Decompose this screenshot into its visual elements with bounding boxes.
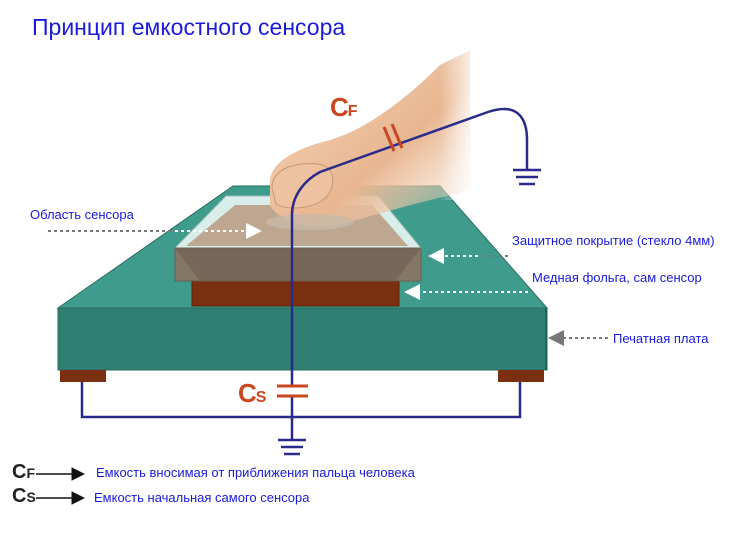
legend-cs-text: Емкость начальная самого сенсора bbox=[94, 490, 310, 505]
legend-cf-text: Емкость вносимая от приближения пальца ч… bbox=[96, 465, 415, 480]
cf-symbol-main: C bbox=[330, 92, 349, 122]
pcb-right-face bbox=[545, 308, 547, 370]
copper-pad-left bbox=[60, 370, 106, 382]
legend-cf-sub: F bbox=[26, 465, 36, 481]
label-protective-coating: Защитное покрытие (стекло 4мм) bbox=[512, 233, 715, 248]
cf-capacitor-plate-1 bbox=[382, 126, 396, 152]
pcb-front-face bbox=[57, 307, 548, 371]
diagram-title: Принцип емкостного сенсора bbox=[32, 14, 346, 40]
legend-cf-symbol: CF bbox=[12, 461, 35, 484]
label-sensor-area: Область сенсора bbox=[30, 207, 134, 222]
cs-symbol-sub: S bbox=[255, 389, 267, 406]
wire-finger-to-ground bbox=[290, 107, 529, 385]
ground-icon-bottom bbox=[278, 438, 306, 456]
cs-symbol-main: C bbox=[238, 378, 257, 408]
cf-capacitor-plate-2 bbox=[390, 123, 404, 149]
finger-contact-shadow bbox=[266, 214, 354, 230]
cf-symbol-label: CF bbox=[330, 92, 358, 123]
label-pcb: Печатная плата bbox=[613, 331, 709, 346]
cf-symbol-sub: F bbox=[347, 103, 358, 120]
cs-symbol-label: CS bbox=[238, 378, 266, 409]
legend-cs-symbol: CS bbox=[12, 485, 36, 508]
glass-front-shade bbox=[175, 248, 421, 281]
copper-pad-right bbox=[498, 370, 544, 382]
label-copper-foil: Медная фольга, сам сенсор bbox=[532, 270, 702, 285]
ground-icon-top bbox=[513, 168, 541, 186]
copper-foil-sensor bbox=[191, 280, 400, 307]
finger-fade bbox=[440, 40, 480, 200]
legend-cs-sub: S bbox=[26, 489, 36, 505]
legend-cs-main: C bbox=[12, 485, 27, 507]
wire-bottom-loop bbox=[80, 382, 522, 419]
legend-cf-main: C bbox=[12, 461, 27, 483]
